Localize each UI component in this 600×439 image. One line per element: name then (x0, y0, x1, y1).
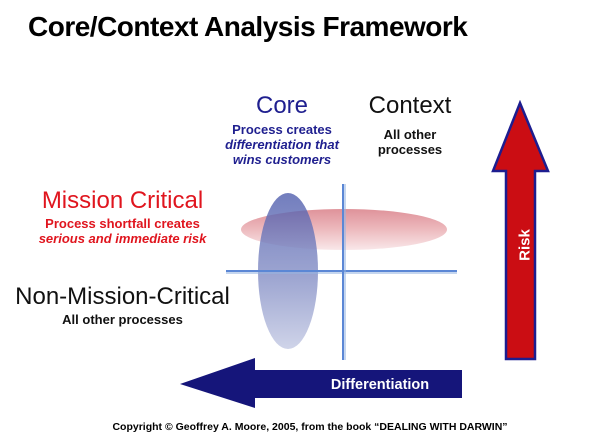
core-subtext-line3: wins customers (232, 152, 332, 167)
context-subtext-line1: All other (383, 127, 437, 142)
context-heading: Context (368, 92, 452, 119)
page-title: Core/Context Analysis Framework (28, 11, 468, 42)
context-subtext-line2: processes (377, 142, 443, 157)
context-label-block: Context All other processes (335, 92, 485, 158)
differentiation-arrow-shape (180, 358, 462, 408)
mission-critical-label-block: Mission Critical Process shortfall creat… (0, 187, 245, 247)
core-label-block: Core Process creates differentiation tha… (202, 92, 362, 168)
non-mission-critical-label-block: Non-Mission-Critical All other processes (0, 283, 245, 328)
non-mission-critical-heading: Non-Mission-Critical (15, 283, 230, 310)
risk-arrow: Risk (491, 100, 550, 361)
non-mission-critical-subtext-line1: All other processes (62, 312, 183, 327)
core-subtext-line1: Process creates (232, 122, 332, 137)
mission-critical-subtext-line1: Process shortfall creates (45, 216, 200, 231)
copyright-text: Copyright © Geoffrey A. Moore, 2005, fro… (112, 421, 508, 433)
differentiation-arrow-label: Differentiation (331, 377, 429, 393)
core-heading: Core (255, 92, 309, 119)
risk-arrow-shape (491, 100, 550, 361)
differentiation-arrow: Differentiation (180, 358, 462, 408)
core-subtext-line2: differentiation that (225, 137, 339, 152)
vertical-axis-line (342, 184, 344, 360)
risk-arrow-label: Risk (516, 229, 533, 261)
horizontal-axis-line (226, 270, 457, 272)
mission-critical-subtext-line2: serious and immediate risk (38, 231, 207, 246)
mission-critical-heading: Mission Critical (41, 187, 204, 214)
